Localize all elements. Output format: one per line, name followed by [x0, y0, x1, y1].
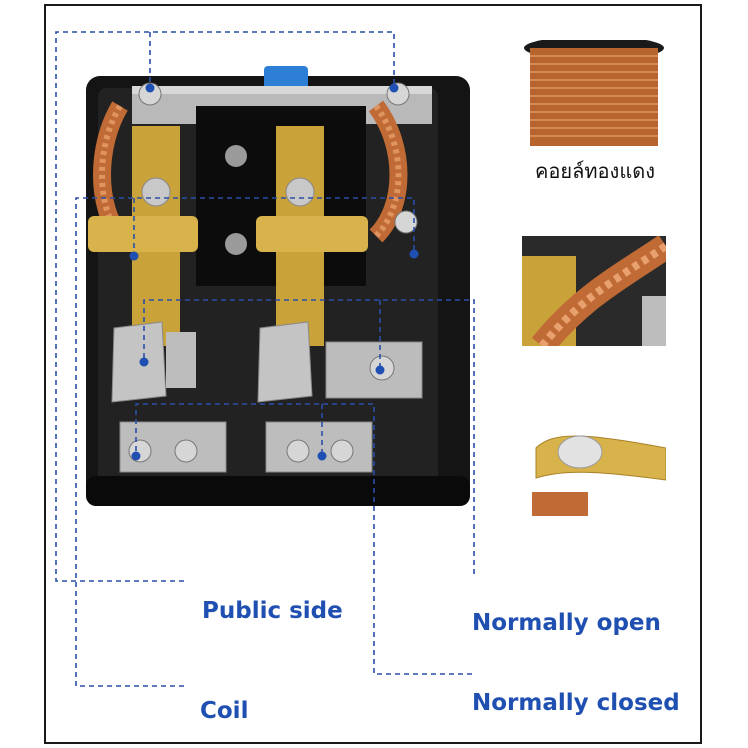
normally-closed-label: Normally closed: [472, 690, 680, 716]
public-side-label: Public side: [202, 598, 343, 624]
marker-dot: [139, 357, 149, 367]
marker-dot: [375, 365, 385, 375]
marker-dot: [389, 83, 399, 93]
relay-photo: [86, 66, 470, 506]
marker-dot: [129, 251, 139, 261]
copper-coil-thumbnail: [522, 40, 666, 146]
marker-dot: [145, 83, 155, 93]
marker-dot: [409, 249, 419, 259]
normally-open-label: Normally open: [472, 610, 661, 636]
marker-dot: [317, 451, 327, 461]
coil-label: Coil: [200, 698, 249, 724]
marker-dot: [131, 451, 141, 461]
braided-wire-thumbnail: [522, 236, 666, 346]
image-frame: [44, 4, 702, 744]
copper-coil-caption: คอยล์ทองแดง: [535, 159, 655, 183]
brass-contact-thumbnail: [522, 418, 666, 516]
